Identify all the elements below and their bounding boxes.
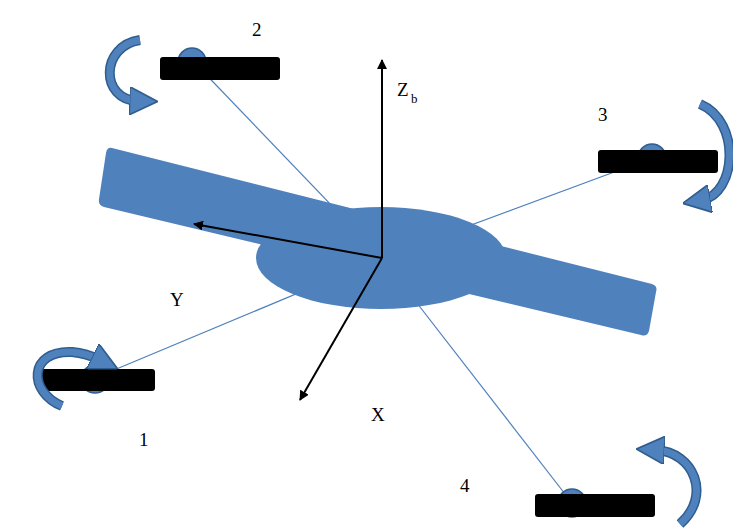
axis-label: Z (397, 80, 409, 99)
axis-label: X (371, 405, 385, 424)
callout-number: 1 (139, 430, 149, 449)
callout-number: 2 (252, 20, 262, 39)
rotors (37, 48, 718, 517)
axis-subscript: b (411, 92, 418, 105)
callout-number: 4 (460, 476, 470, 495)
body-axes (194, 60, 382, 400)
rotation-arrows (38, 40, 730, 524)
callout-number: 3 (598, 105, 608, 124)
axis-label: Y (170, 290, 184, 309)
frame-bar (99, 148, 657, 336)
